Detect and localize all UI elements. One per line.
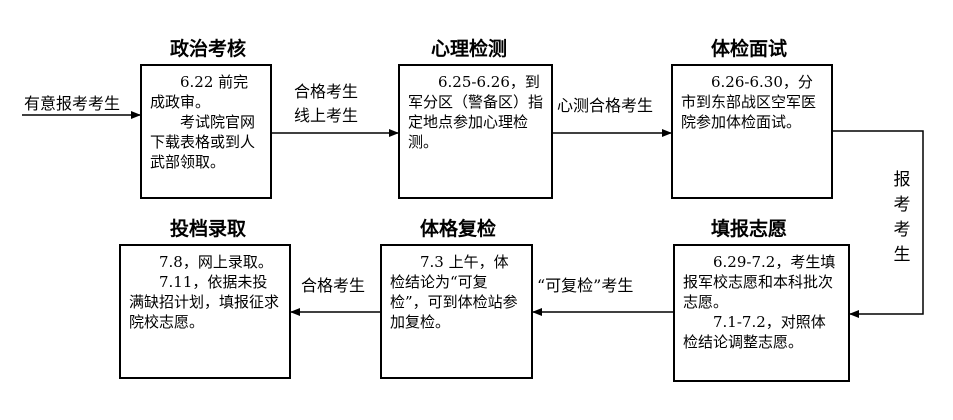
step-text: 6.22 前完成政审。 [150, 73, 249, 111]
step-text: 6.26-6.30，分市到东部战区空军医院参加体检面试。 [681, 73, 817, 131]
step-text: 7.3 上午，体检结论为“可复检”，可到体检站参加复检。 [390, 253, 518, 331]
arrow-label-1-line2: 线上考生 [294, 106, 359, 125]
step-title-physical-recheck: 体格复检 [420, 218, 497, 240]
step-box-medical-interview: 6.26-6.30，分市到东部战区空军医院参加体检面试。 [671, 64, 833, 199]
step-title-psych-test: 心理检测 [431, 38, 508, 60]
step-text: 7.11，依据未投满缺招计划，填报征求院校志愿。 [129, 273, 280, 331]
arrow-3-to-4 [833, 130, 924, 318]
step-text: 6.25-6.26，到军分区（警备区）指定地点参加心理检测。 [408, 73, 544, 151]
step-text: 6.29-7.2，考生填报军校志愿和本科批次志愿。 [683, 253, 836, 311]
step-text: 考试院官网下载表格或到人武部领取。 [150, 113, 256, 171]
step-box-physical-recheck: 7.3 上午，体检结论为“可复检”，可到体检站参加复检。 [380, 244, 533, 379]
step-box-psych-test: 6.25-6.26，到军分区（警备区）指定地点参加心理检测。 [398, 64, 553, 199]
step-title-political-review: 政治考核 [170, 38, 247, 60]
arrow-label-3: 报考考生 [893, 170, 911, 265]
step-box-admission: 7.8，网上录取。 7.11，依据未投满缺招计划，填报征求院校志愿。 [119, 244, 291, 379]
step-title-admission: 投档录取 [170, 218, 247, 240]
arrow-label-4: “可复检”考生 [537, 276, 634, 295]
step-text: 7.8，网上录取。 [159, 253, 273, 271]
arrow-label-1-line1: 合格考生 [294, 82, 359, 101]
arrow-label-2: 心测合格考生 [557, 96, 654, 115]
step-text: 7.1-7.2，对照体检结论调整志愿。 [683, 313, 826, 351]
arrow-label-start: 有意报考考生 [24, 94, 121, 113]
step-title-apply-preference: 填报志愿 [711, 218, 788, 240]
step-title-medical-interview: 体检面试 [711, 38, 788, 60]
arrow-label-5: 合格考生 [301, 276, 366, 295]
step-box-political-review: 6.22 前完成政审。 考试院官网下载表格或到人武部领取。 [140, 64, 272, 199]
step-box-apply-preference: 6.29-7.2，考生填报军校志愿和本科批次志愿。 7.1-7.2，对照体检结论… [673, 244, 850, 382]
